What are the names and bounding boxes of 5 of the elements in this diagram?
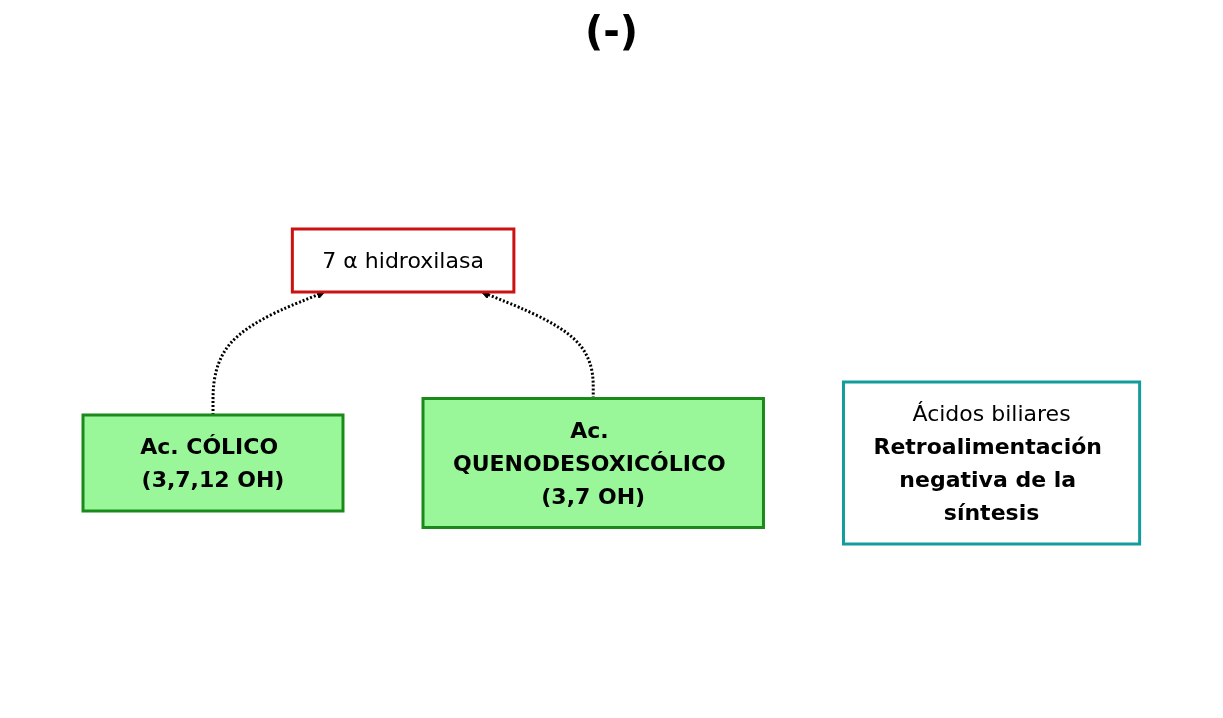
node-box: Ácidos biliares Retroalimentación negativa de la síntesis — [842, 380, 1142, 545]
node-box: 7 α hidroxilasa — [291, 227, 516, 293]
node-box: Ac. QUENODESOXICÓLICO (3,7 OH) — [421, 396, 766, 529]
node-box: Ac. CÓLICO (3,7,12 OH) — [81, 413, 345, 512]
inhibition-sign: (-) — [584, 8, 639, 54]
